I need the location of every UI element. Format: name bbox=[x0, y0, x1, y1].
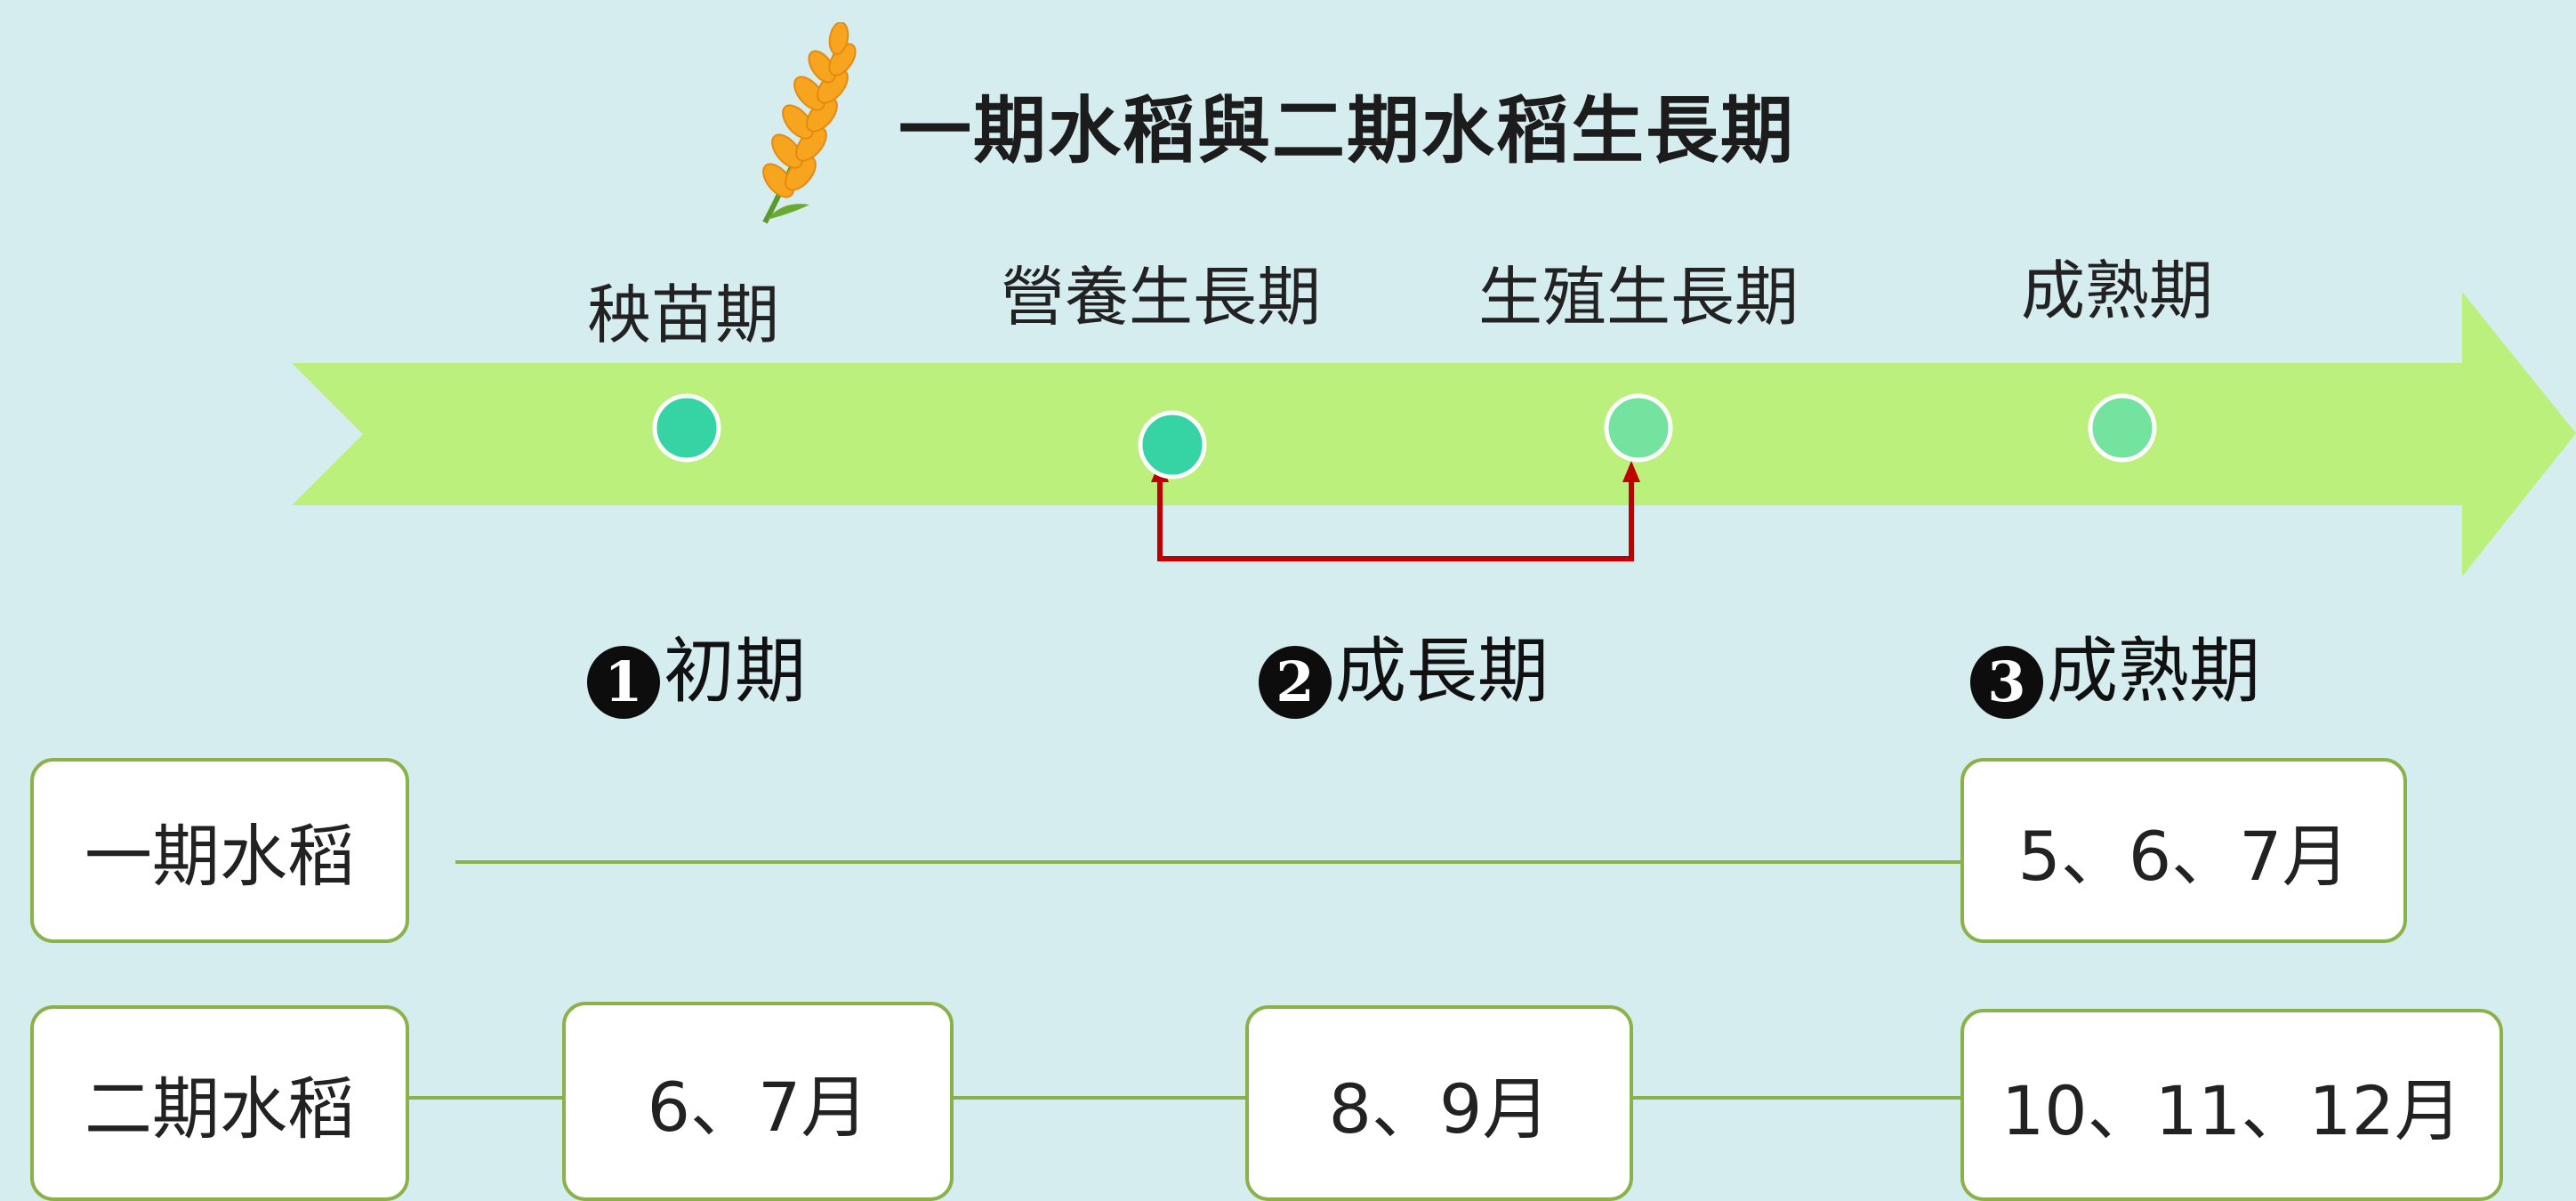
row1-maturity-box: 5、6、7月 bbox=[1960, 758, 2407, 943]
phase-label-text: 成熟期 bbox=[2047, 630, 2260, 713]
phase-number-badge: 3 bbox=[1970, 646, 2043, 719]
phase-label-text: 成長期 bbox=[1335, 630, 1549, 713]
rice-stalk-icon bbox=[762, 22, 857, 224]
bracket-line bbox=[1157, 472, 1634, 561]
stage-label-maturity: 成熟期 bbox=[2021, 254, 2214, 328]
timeline-arrow-band bbox=[292, 292, 2576, 576]
phase-number-badge: 2 bbox=[1259, 646, 1332, 719]
diagram-title: 一期水稻與二期水稻生長期 bbox=[898, 89, 1796, 173]
phase-number-badge: 1 bbox=[587, 646, 660, 719]
row2-maturity-box: 10、11、12月 bbox=[1960, 1009, 2503, 1201]
stage-label-seedling: 秧苗期 bbox=[587, 278, 780, 352]
row-label: 二期水稻 bbox=[85, 1069, 355, 1149]
phase-label-text: 初期 bbox=[664, 630, 806, 713]
row-cell-value: 5、6、7月 bbox=[2017, 817, 2350, 896]
stage-dot-2 bbox=[1138, 410, 1207, 480]
stage-label-vegetative: 營養生長期 bbox=[1001, 260, 1322, 335]
row1-connector bbox=[455, 860, 1962, 864]
row-cell-value: 6、7月 bbox=[647, 1068, 869, 1147]
bracket-arrowhead-right bbox=[1622, 461, 1640, 482]
row1-label-box: 一期水稻 bbox=[30, 758, 409, 943]
row2-early-box: 6、7月 bbox=[562, 1002, 954, 1201]
stage-dot-3 bbox=[1604, 393, 1673, 463]
timeline-arrow bbox=[292, 292, 2576, 576]
stage-dot-4 bbox=[2088, 393, 2157, 463]
row-cell-value: 8、9月 bbox=[1328, 1069, 1550, 1149]
row2-growth-box: 8、9月 bbox=[1245, 1005, 1633, 1201]
row-cell-value: 10、11、12月 bbox=[2000, 1071, 2463, 1150]
row-label: 一期水稻 bbox=[85, 817, 355, 896]
row2-label-box: 二期水稻 bbox=[30, 1005, 409, 1201]
stage-label-reproductive: 生殖生長期 bbox=[1478, 260, 1799, 335]
stage-dot-1 bbox=[652, 393, 721, 463]
